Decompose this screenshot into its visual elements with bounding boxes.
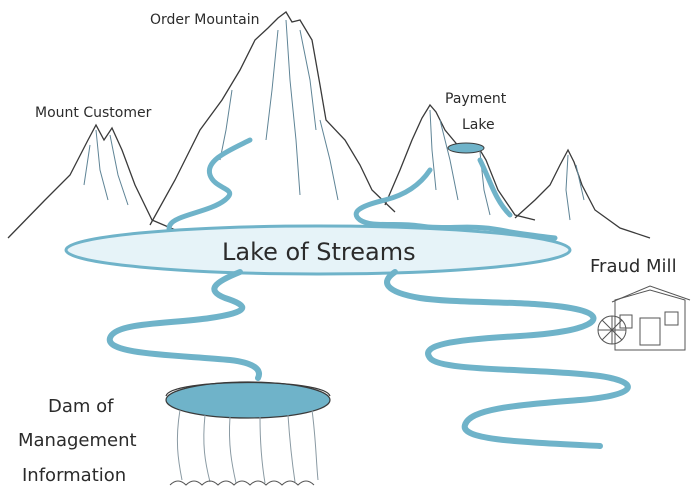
dam-splash — [169, 480, 315, 486]
lake-of-streams — [64, 224, 572, 276]
mount-customer-mountain — [7, 123, 181, 239]
lake-of-streams-label: Lake of Streams — [222, 238, 416, 266]
dam-rim — [165, 381, 331, 397]
payment-lake-pool — [447, 142, 485, 154]
stream-to-fraud-mill — [384, 269, 631, 449]
east-peak-shading — [565, 154, 585, 221]
payment-lake-label-line2: Lake — [462, 117, 495, 133]
dam-reservoir — [165, 381, 331, 419]
dam-label-line2: Management — [18, 430, 137, 451]
dam-waterfalls — [176, 409, 319, 484]
order-mountain-label: Order Mountain — [150, 12, 259, 28]
stream-to-dam — [106, 269, 262, 381]
lower-streams — [106, 269, 631, 449]
dam-structure — [165, 381, 331, 486]
payment-lake-mountain — [384, 103, 536, 221]
mount-customer-shading — [83, 129, 129, 206]
payment-lake-label-line1: Payment — [445, 91, 507, 107]
customer-stream — [477, 157, 513, 218]
dam-label-line3: Information — [22, 465, 126, 486]
east-peak — [514, 148, 651, 239]
dam-label-line1: Dam of — [48, 396, 114, 417]
mount-customer-label: Mount Customer — [35, 105, 152, 121]
order-mountain-shading — [219, 19, 339, 201]
order-stream — [166, 137, 253, 241]
fraud-mill-building — [597, 285, 691, 351]
order-mountain — [149, 11, 396, 226]
mountain-range — [7, 11, 651, 239]
fraud-mill-label: Fraud Mill — [590, 256, 677, 277]
payment-stream — [353, 167, 558, 241]
